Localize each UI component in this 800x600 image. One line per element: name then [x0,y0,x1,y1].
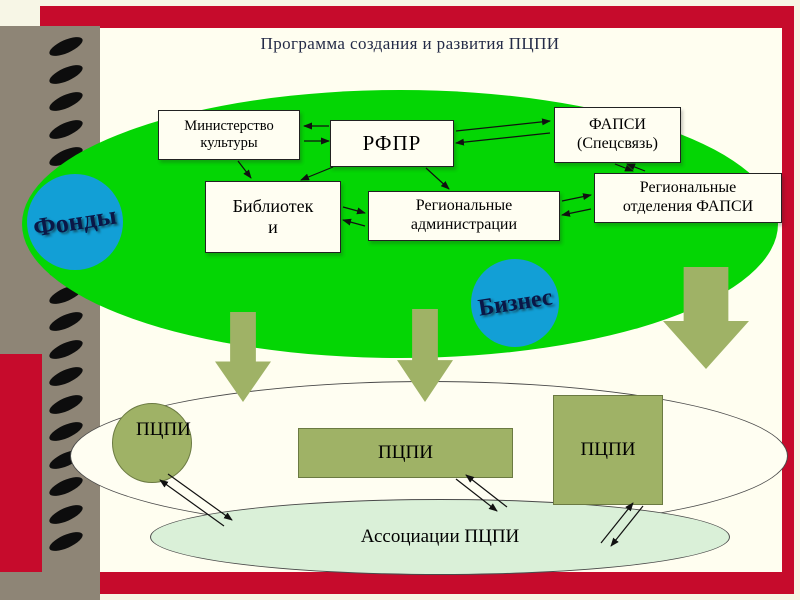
slide-title: Программа создания и развития ПЦПИ [260,34,560,53]
box-regadmin-line1: Региональные [415,197,513,215]
association-label: Ассоциации ПЦПИ [360,526,520,547]
box-fapsi: ФАПСИ (Спецсвязь) [554,107,681,163]
business-badge-label: Бизнес [475,283,554,322]
box-libraries-line1: Библиотек [232,195,314,216]
spiral-red-band [0,354,42,572]
box-regional-administrations: Региональные администрации [368,191,560,241]
pcpi-circle [112,403,192,483]
box-ministry-line2: культуры [200,135,258,151]
box-ministry-of-culture: Министерство культуры [158,110,300,160]
box-libraries: Библиотек и [205,181,341,253]
box-fapsi-line1: ФАПСИ [589,116,646,134]
box-regfapsi-line1: Региональные [639,179,737,197]
business-badge: Бизнес [471,259,559,347]
box-ministry-line1: Министерство [184,117,274,134]
box-regional-fapsi: Региональные отделения ФАПСИ [594,173,782,223]
box-rfpr: РФПР [330,120,454,167]
association-ellipse: Ассоциации ПЦПИ [150,499,730,575]
box-rfpr-label: РФПР [362,131,422,156]
pcpi-right-rect: ПЦПИ [553,395,663,505]
pcpi-circle-label: ПЦПИ [136,419,191,440]
box-libraries-line2: и [268,217,278,237]
pcpi-center-rect: ПЦПИ [298,428,513,478]
box-fapsi-line2: (Спецсвязь) [577,135,658,152]
pcpi-right-label: ПЦПИ [580,439,636,460]
funds-badge: Фонды [27,174,123,270]
pcpi-center-label: ПЦПИ [378,442,433,463]
funds-badge-label: Фонды [31,200,119,243]
box-regfapsi-line2: отделения ФАПСИ [622,198,754,215]
box-regadmin-line2: администрации [410,216,518,233]
